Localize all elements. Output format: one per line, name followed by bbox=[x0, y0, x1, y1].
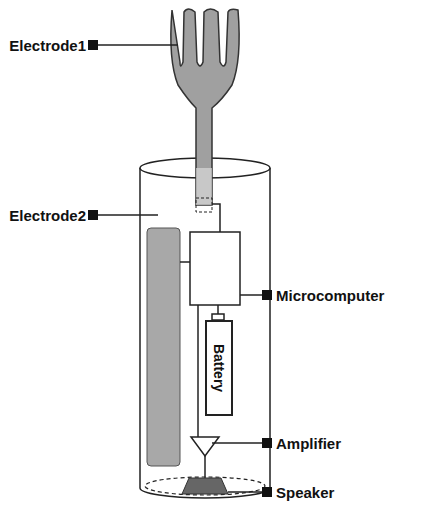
wire bbox=[204, 455, 206, 478]
leader-line bbox=[98, 214, 158, 216]
wire bbox=[197, 305, 199, 437]
leader-line bbox=[212, 442, 262, 444]
part-label: Electrode1 bbox=[9, 38, 86, 53]
part-label: Amplifier bbox=[276, 436, 341, 451]
wire bbox=[180, 261, 190, 263]
wire bbox=[212, 204, 220, 232]
part-label: Speaker bbox=[276, 485, 334, 500]
fork-connector bbox=[196, 198, 212, 212]
battery-cell: Battery bbox=[205, 320, 233, 416]
part-label: Microcomputer bbox=[276, 288, 384, 303]
fork-handle-inside bbox=[196, 168, 212, 205]
label-marker bbox=[262, 438, 272, 448]
label-marker bbox=[88, 40, 98, 50]
battery-text: Battery bbox=[212, 344, 226, 392]
cylinder-housing bbox=[140, 168, 270, 498]
amplifier-symbol bbox=[191, 437, 219, 456]
leader-line bbox=[228, 491, 262, 493]
speaker-symbol bbox=[182, 478, 228, 494]
speaker-outline bbox=[145, 477, 265, 495]
microcomputer-box bbox=[190, 232, 240, 305]
label-marker bbox=[88, 210, 98, 220]
electrode2-plate bbox=[147, 228, 180, 466]
label-marker bbox=[262, 290, 272, 300]
label-marker bbox=[262, 487, 272, 497]
fork-electrode1 bbox=[171, 9, 239, 205]
leader-line bbox=[98, 44, 178, 46]
part-label: Electrode2 bbox=[9, 208, 86, 223]
leader-line bbox=[240, 294, 262, 296]
